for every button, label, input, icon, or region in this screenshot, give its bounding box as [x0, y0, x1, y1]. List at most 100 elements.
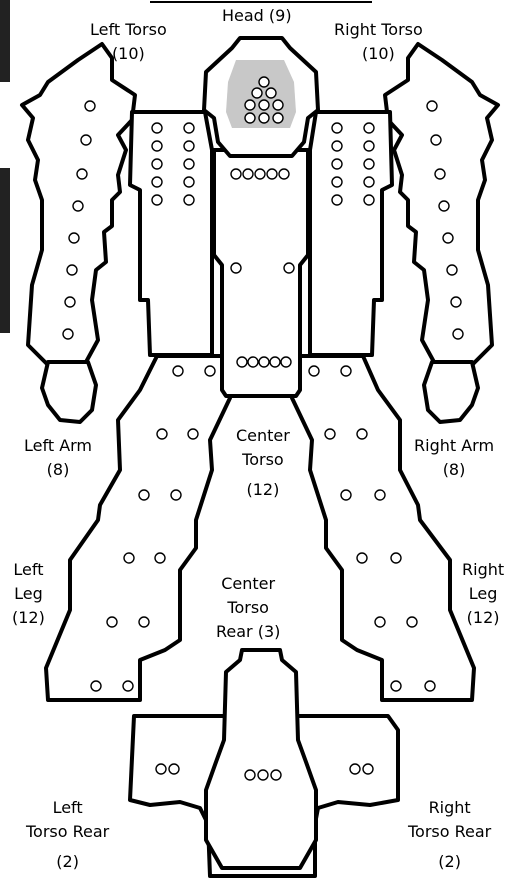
- left-arm-armor-pip[interactable]: [69, 233, 79, 243]
- center-torso-armor-pip[interactable]: [237, 357, 247, 367]
- left-leg-armor-pip[interactable]: [107, 617, 117, 627]
- center-torso-rear-armor-pip[interactable]: [258, 770, 268, 780]
- right-arm-armor-pip[interactable]: [447, 265, 457, 275]
- right-leg-line2: Leg: [462, 582, 504, 606]
- head-armor-pip[interactable]: [273, 113, 283, 123]
- head-armor-pip[interactable]: [259, 113, 269, 123]
- right-leg-armor-pip[interactable]: [391, 681, 401, 691]
- right-leg-armor-pip[interactable]: [357, 429, 367, 439]
- head-armor-pip[interactable]: [245, 100, 255, 110]
- right-leg-armor-pip[interactable]: [407, 617, 417, 627]
- right-leg-armor-pip[interactable]: [341, 366, 351, 376]
- right-torso-armor-pip[interactable]: [332, 141, 342, 151]
- center-torso-armor-pip[interactable]: [270, 357, 280, 367]
- left-arm-armor-pip[interactable]: [65, 297, 75, 307]
- right-arm-armor-pip[interactable]: [431, 135, 441, 145]
- right-torso-rear-armor-pip[interactable]: [350, 764, 360, 774]
- center-torso-rear-plate: [206, 650, 316, 868]
- head-armor-pip[interactable]: [259, 100, 269, 110]
- left-torso-armor-pip[interactable]: [152, 159, 162, 169]
- right-leg-armor-pip[interactable]: [357, 553, 367, 563]
- center-torso-armor-pip[interactable]: [279, 169, 289, 179]
- center-torso-count: (12): [236, 478, 290, 502]
- left-leg-armor-pip[interactable]: [123, 681, 133, 691]
- left-leg-armor-pip[interactable]: [124, 553, 134, 563]
- left-arm-armor-pip[interactable]: [77, 169, 87, 179]
- left-torso-rear-armor-pip[interactable]: [156, 764, 166, 774]
- head-armor-pip[interactable]: [259, 77, 269, 87]
- right-torso-armor-pip[interactable]: [364, 141, 374, 151]
- left-torso-rear-line2: Torso Rear: [26, 820, 109, 844]
- right-torso-armor-pip[interactable]: [364, 159, 374, 169]
- left-leg-armor-pip[interactable]: [157, 429, 167, 439]
- right-arm-armor-pip[interactable]: [453, 329, 463, 339]
- right-leg-armor-pip[interactable]: [325, 429, 335, 439]
- right-leg-armor-pip[interactable]: [375, 490, 385, 500]
- left-torso-rear-armor-pip[interactable]: [169, 764, 179, 774]
- right-leg-label: Right Leg (12): [462, 558, 504, 630]
- center-torso-line1: Center: [236, 424, 290, 448]
- head-armor-pip[interactable]: [273, 100, 283, 110]
- right-arm-name: Right Arm: [414, 434, 494, 458]
- left-torso-armor-pip[interactable]: [184, 159, 194, 169]
- right-leg-armor-pip[interactable]: [309, 366, 319, 376]
- center-torso-armor-pip[interactable]: [248, 357, 258, 367]
- left-leg-armor-pip[interactable]: [205, 366, 215, 376]
- right-torso-count: (10): [334, 42, 423, 66]
- right-leg-armor-pip[interactable]: [425, 681, 435, 691]
- right-leg-armor-pip[interactable]: [375, 617, 385, 627]
- right-torso-rear-armor-pip[interactable]: [363, 764, 373, 774]
- left-arm-name: Left Arm: [24, 434, 92, 458]
- center-torso-armor-pip[interactable]: [267, 169, 277, 179]
- right-torso-armor-pip[interactable]: [332, 177, 342, 187]
- right-arm-armor-pip[interactable]: [443, 233, 453, 243]
- center-torso-line2: Torso: [236, 448, 290, 472]
- left-leg-armor-pip[interactable]: [139, 617, 149, 627]
- center-torso-rear-line3: Rear (3): [216, 620, 280, 644]
- center-torso-armor-pip[interactable]: [231, 169, 241, 179]
- left-arm-armor-pip[interactable]: [63, 329, 73, 339]
- left-torso-armor-pip[interactable]: [152, 195, 162, 205]
- left-arm-armor-pip[interactable]: [67, 265, 77, 275]
- right-leg-armor-pip[interactable]: [341, 490, 351, 500]
- left-torso-armor-pip[interactable]: [152, 177, 162, 187]
- center-torso-armor-pip[interactable]: [284, 263, 294, 273]
- center-torso-armor-pip[interactable]: [259, 357, 269, 367]
- left-arm-count: (8): [24, 458, 92, 482]
- left-leg-armor-pip[interactable]: [155, 553, 165, 563]
- left-arm-armor-pip[interactable]: [73, 201, 83, 211]
- right-torso-armor-pip[interactable]: [364, 177, 374, 187]
- right-arm-armor-pip[interactable]: [451, 297, 461, 307]
- center-torso-rear-armor-pip[interactable]: [271, 770, 281, 780]
- left-leg-armor-pip[interactable]: [171, 490, 181, 500]
- left-torso-armor-pip[interactable]: [184, 195, 194, 205]
- left-leg-armor-pip[interactable]: [91, 681, 101, 691]
- right-arm-armor-pip[interactable]: [439, 201, 449, 211]
- right-torso-armor-pip[interactable]: [332, 159, 342, 169]
- left-torso-armor-pip[interactable]: [184, 177, 194, 187]
- right-arm-armor-pip[interactable]: [427, 101, 437, 111]
- head-armor-pip[interactable]: [266, 88, 276, 98]
- head-armor-pip[interactable]: [245, 113, 255, 123]
- left-torso-armor-pip[interactable]: [152, 123, 162, 133]
- left-leg-armor-pip[interactable]: [188, 429, 198, 439]
- center-torso-armor-pip[interactable]: [243, 169, 253, 179]
- right-leg-armor-pip[interactable]: [391, 553, 401, 563]
- right-arm-armor-pip[interactable]: [435, 169, 445, 179]
- center-torso-armor-pip[interactable]: [255, 169, 265, 179]
- right-torso-armor-pip[interactable]: [332, 123, 342, 133]
- head-armor-pip[interactable]: [252, 88, 262, 98]
- left-arm-armor-pip[interactable]: [85, 101, 95, 111]
- center-torso-rear-armor-pip[interactable]: [245, 770, 255, 780]
- right-torso-armor-pip[interactable]: [364, 123, 374, 133]
- left-leg-armor-pip[interactable]: [173, 366, 183, 376]
- left-leg-armor-pip[interactable]: [139, 490, 149, 500]
- center-torso-armor-pip[interactable]: [231, 263, 241, 273]
- left-arm-armor-pip[interactable]: [81, 135, 91, 145]
- left-torso-armor-pip[interactable]: [184, 141, 194, 151]
- left-torso-armor-pip[interactable]: [152, 141, 162, 151]
- center-torso-armor-pip[interactable]: [281, 357, 291, 367]
- right-torso-armor-pip[interactable]: [332, 195, 342, 205]
- left-torso-armor-pip[interactable]: [184, 123, 194, 133]
- right-torso-armor-pip[interactable]: [364, 195, 374, 205]
